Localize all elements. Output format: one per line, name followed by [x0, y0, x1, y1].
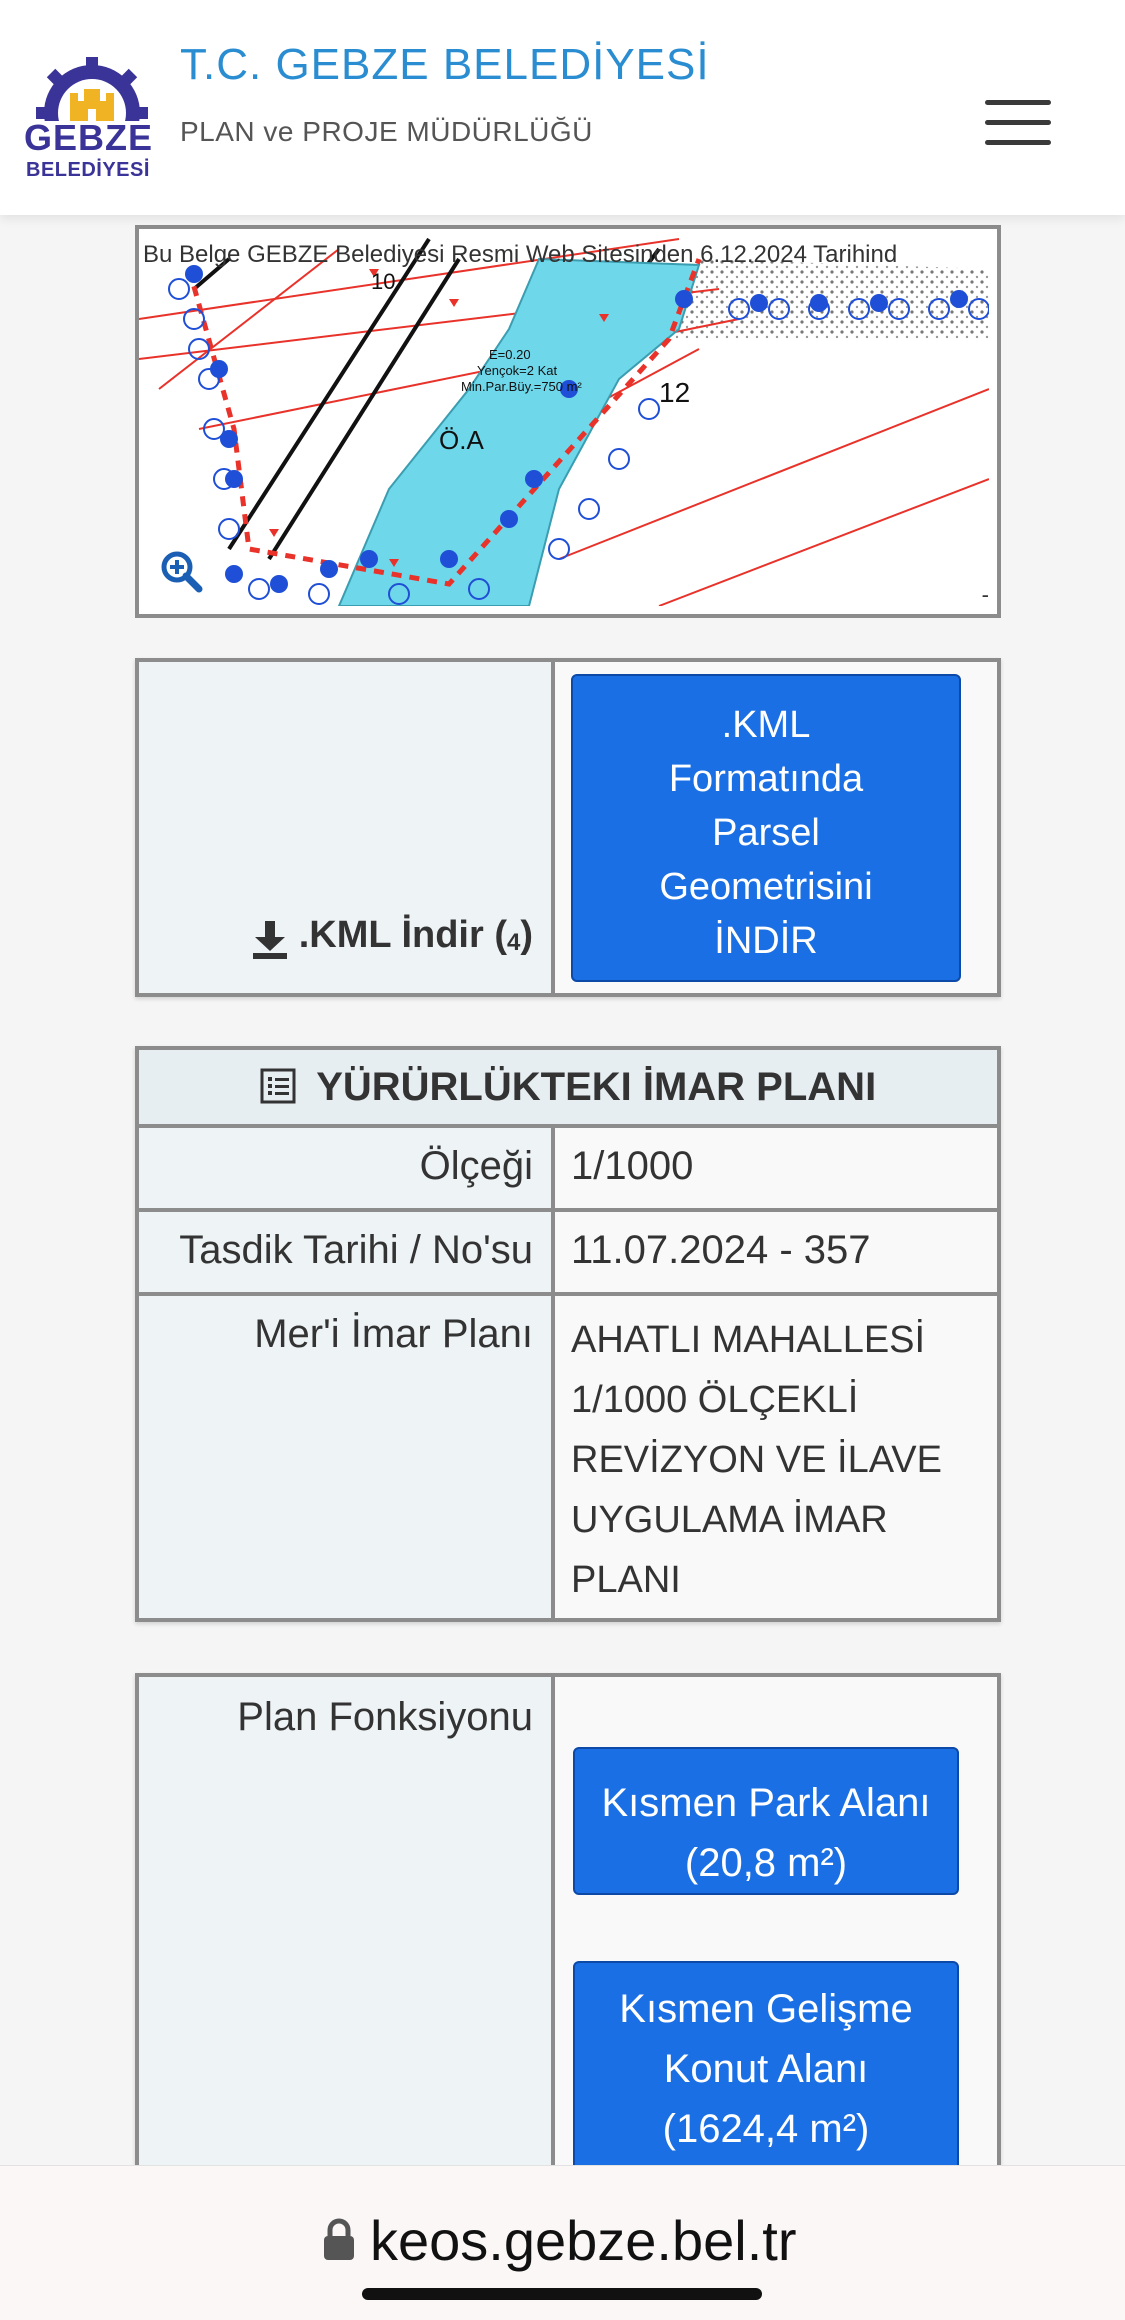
site-title[interactable]: T.C. GEBZE BELEDİYESİ [180, 40, 710, 89]
map-label-area: Ö.A [439, 425, 484, 455]
url-text[interactable]: keos.gebze.bel.tr [370, 2209, 797, 2272]
download-icon [251, 919, 289, 961]
zoom-in-icon[interactable] [159, 549, 203, 593]
kml-button-line: Parsel [712, 812, 820, 854]
plan-name-value: AHATLI MAHALLESİ 1/1000 ÖLÇEKLİ REVİZYON… [555, 1296, 997, 1618]
kml-download-close: ) [520, 914, 533, 956]
plan-name-label: Mer'i İmar Planı [139, 1296, 555, 1618]
plan-function-table: Plan Fonksiyonu Kısmen Park Alanı (20,8 … [135, 1673, 1001, 2237]
gebze-logo[interactable]: GEBZE BELEDİYESİ [22, 55, 162, 190]
scale-value: 1/1000 [555, 1128, 997, 1208]
hamburger-icon[interactable] [985, 100, 1055, 150]
logo-text-bottom: BELEDİYESİ [26, 159, 150, 181]
map-label-left-num: 10 [371, 269, 396, 294]
plan-function-label: Plan Fonksiyonu [139, 1677, 555, 2237]
kml-download-table: .KML İndir (4) .KML Formatında Parsel Ge… [135, 658, 1001, 997]
approval-value: 11.07.2024 - 357 [555, 1212, 997, 1292]
map-dash: - [981, 582, 989, 607]
kml-download-link[interactable]: .KML İndir (4) [139, 662, 555, 993]
list-icon [260, 1068, 296, 1104]
home-indicator[interactable] [362, 2288, 762, 2300]
parcel-map-preview[interactable]: Bu Belge GEBZE Belediyesi Resmi Web Site… [135, 225, 1001, 618]
site-subtitle: PLAN ve PROJE MÜDÜRLÜĞÜ [180, 116, 593, 147]
park-area-button[interactable]: Kısmen Park Alanı (20,8 m²) [573, 1747, 959, 1895]
site-header: GEBZE BELEDİYESİ T.C. GEBZE BELEDİYESİ P… [0, 0, 1125, 215]
approval-label: Tasdik Tarihi / No'su [139, 1212, 555, 1292]
kml-download-button[interactable]: .KML Formatında Parsel Geometrisini İNDİ… [571, 674, 961, 982]
lock-icon [322, 2218, 356, 2262]
kml-download-label: .KML İndir ( [298, 914, 507, 956]
kml-download-sup: 4 [506, 929, 521, 956]
kml-button-line: Geometrisini [659, 866, 873, 908]
kml-button-line: .KML [721, 704, 811, 746]
browser-url-bar[interactable]: keos.gebze.bel.tr [0, 2165, 1125, 2320]
logo-text-top: GEBZE [24, 117, 154, 158]
kml-button-line: Formatında [668, 758, 864, 800]
map-watermark: Bu Belge GEBZE Belediyesi Resmi Web Site… [143, 241, 898, 268]
scale-label: Ölçeği [139, 1128, 555, 1208]
plan-title-row: YÜRÜRLÜKTEKI İMAR PLANI [139, 1050, 997, 1124]
zoning-plan-table: YÜRÜRLÜKTEKI İMAR PLANI Ölçeği 1/1000 Ta… [135, 1046, 1001, 1622]
map-label-right-num: 12 [659, 377, 691, 408]
map-drawing [139, 237, 989, 606]
map-label-density-2: Yençok=2 Kat [477, 363, 558, 378]
map-label-density-1: E=0.20 [489, 347, 531, 362]
plan-title: YÜRÜRLÜKTEKI İMAR PLANI [316, 1065, 877, 1109]
map-label-density-3: Min.Par.Büy.=750 m² [461, 379, 582, 394]
residential-area-button[interactable]: Kısmen Gelişme Konut Alanı (1624,4 m²) [573, 1961, 959, 2171]
kml-button-line: İNDİR [714, 920, 818, 962]
